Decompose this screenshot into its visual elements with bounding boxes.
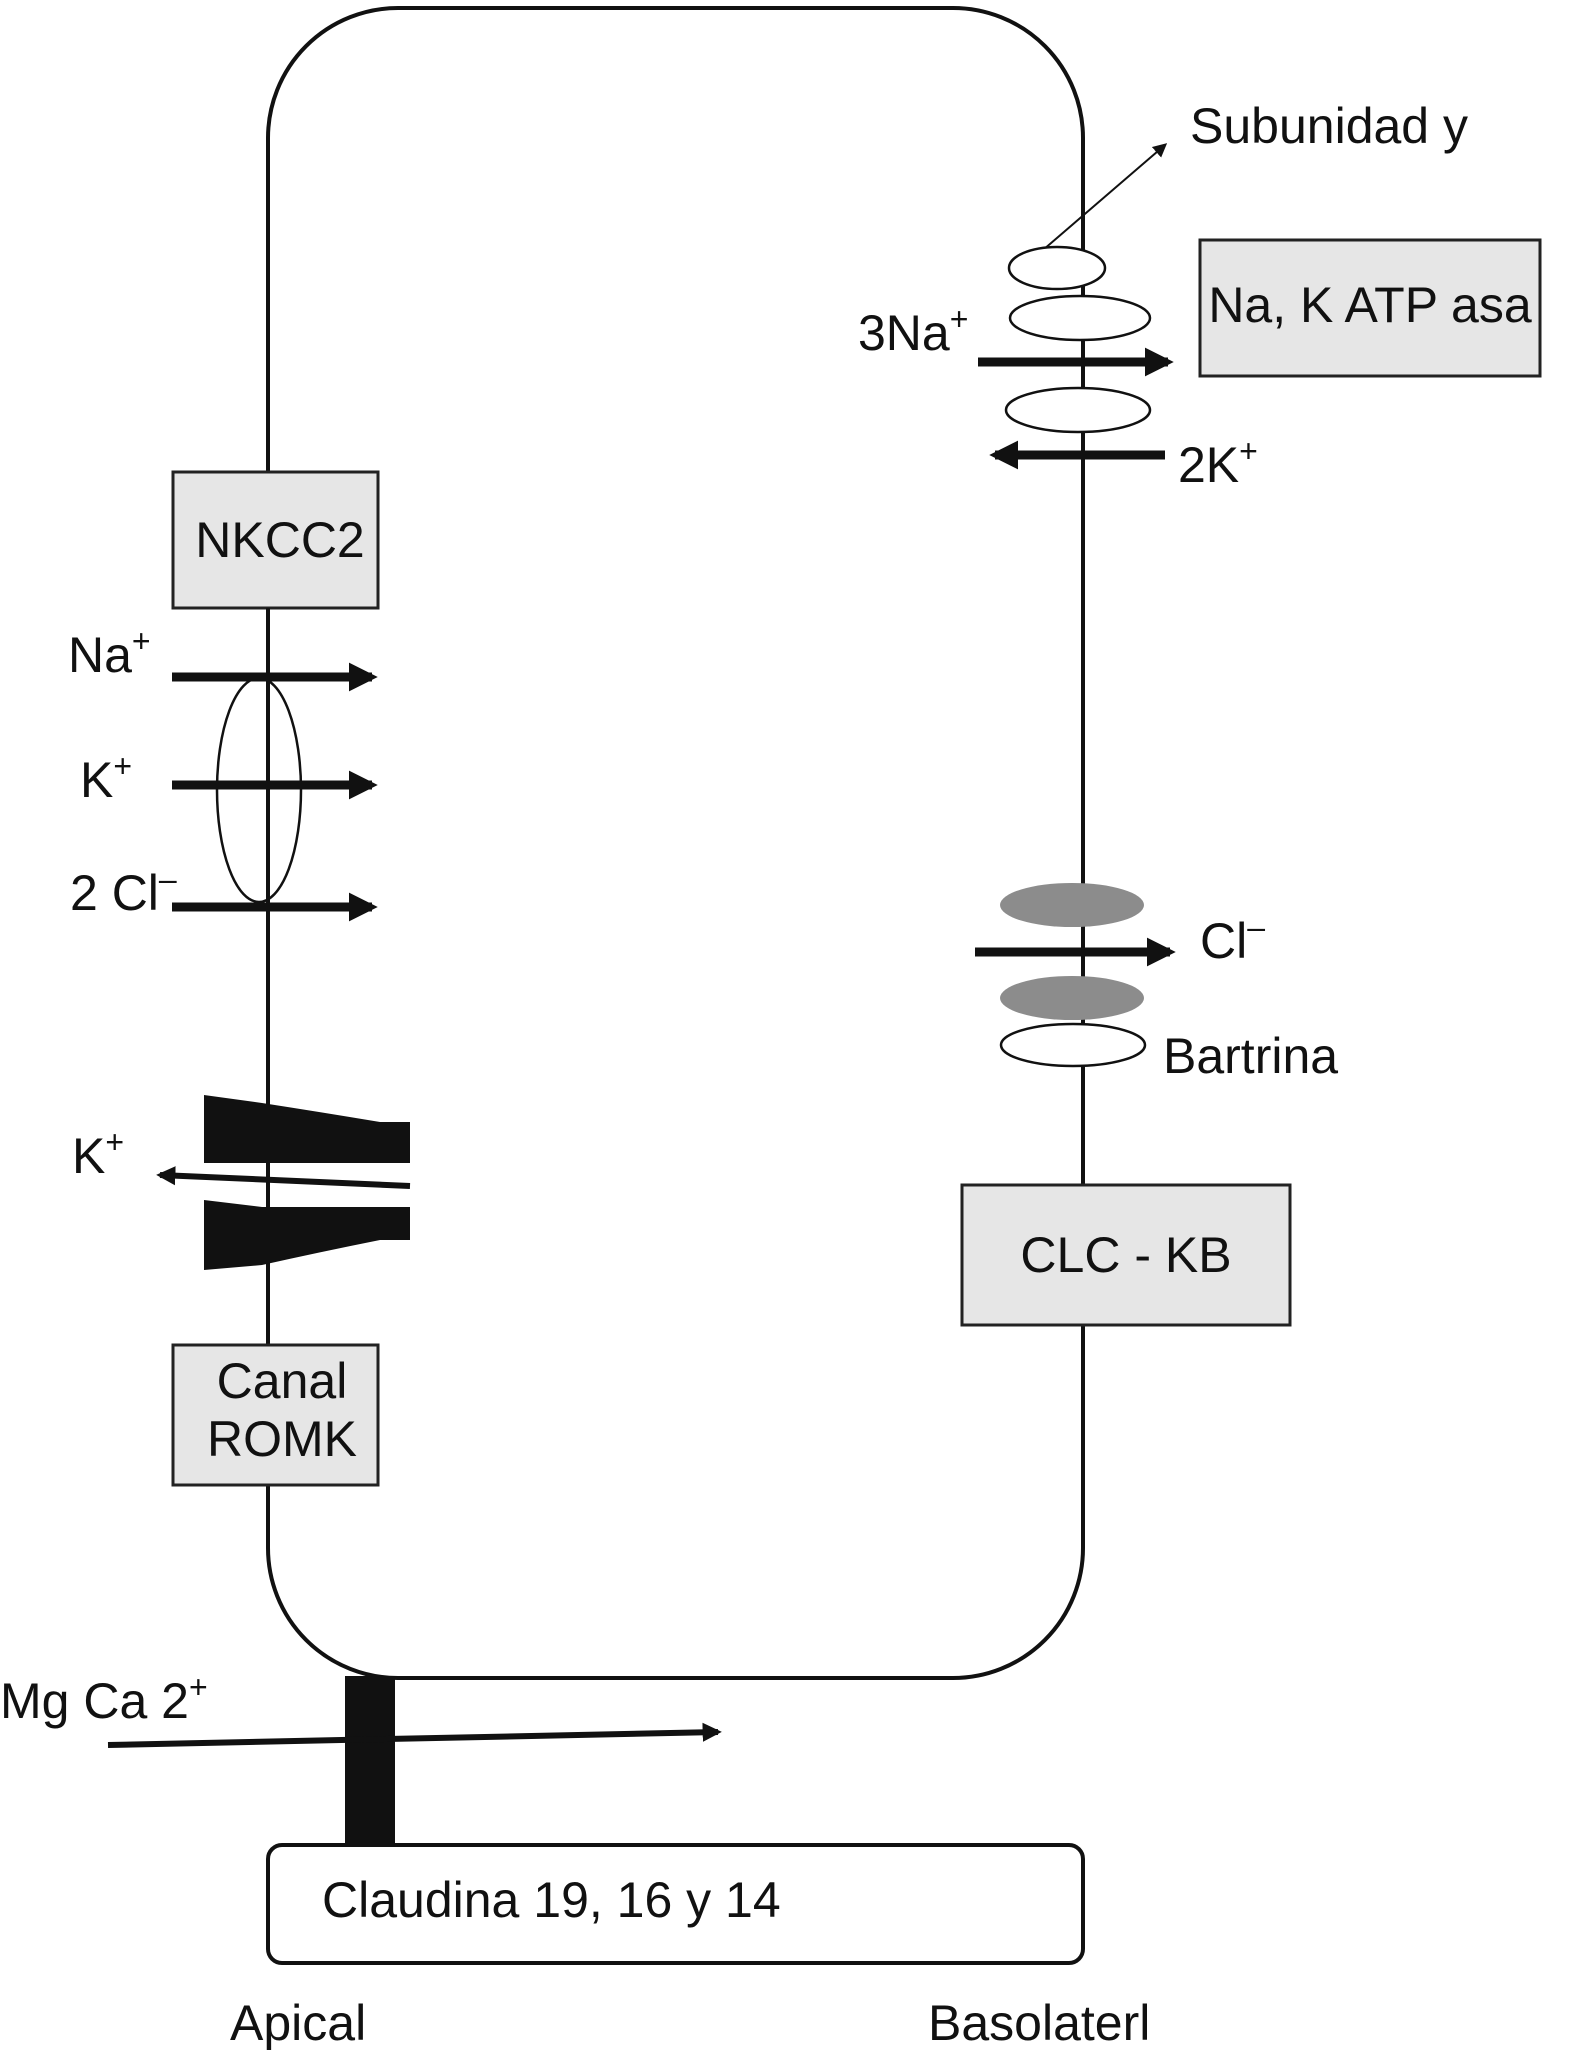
nkcc2-transporter-oval xyxy=(215,676,303,904)
potassium-2-label-text: 2K xyxy=(1178,437,1239,493)
potassium-label: K+ xyxy=(80,748,132,808)
romk-channel-upper xyxy=(204,1095,410,1163)
chloride-basolateral-label: Cl– xyxy=(1200,909,1265,969)
sodium-3-charge: + xyxy=(950,301,969,337)
chloride-2-label-text: 2 Cl xyxy=(70,865,159,921)
barttin-label: Bartrina xyxy=(1163,1028,1338,1084)
chloride-basolateral-charge: – xyxy=(1247,909,1265,945)
sodium-3-label: 3Na+ xyxy=(858,301,968,361)
subunit-label: Subunidad y xyxy=(1190,98,1468,154)
atpase-subunit-oval-bottom xyxy=(1004,386,1152,434)
nkcc2-box xyxy=(171,470,380,610)
apical-label: Apical xyxy=(230,1995,366,2050)
na-k-atpase-box xyxy=(1198,238,1542,378)
chloride-2-charge: – xyxy=(159,861,177,897)
cell-membrane xyxy=(266,6,1085,1680)
chloride-basolateral-label-text: Cl xyxy=(1200,913,1247,969)
romk-label-line1: Canal xyxy=(217,1353,348,1409)
atpase-subunit-oval-middle xyxy=(1008,294,1152,342)
potassium-label-text: K xyxy=(80,752,113,808)
nkcc2-label: NKCC2 xyxy=(195,512,364,568)
tight-junction-bar xyxy=(345,1676,395,1846)
potassium-charge: + xyxy=(113,748,132,784)
atpase-subunit-oval-top xyxy=(1007,245,1107,291)
clc-kb-channel-top xyxy=(1000,883,1144,927)
clc-kb-label: CLC - KB xyxy=(1020,1227,1231,1283)
na-k-atpase-label: Na, K ATP asa xyxy=(1208,277,1532,333)
subunit-pointer-arrow xyxy=(1042,143,1168,251)
claudin-label: Claudina 19, 16 y 14 xyxy=(322,1872,781,1928)
mg-ca-paracellular-arrow xyxy=(107,1722,722,1748)
claudin-box xyxy=(266,1843,1085,1965)
basolateral-label: Basolaterl xyxy=(928,1995,1150,2050)
clc-kb-box xyxy=(960,1183,1292,1327)
mg-ca-charge: + xyxy=(189,1669,208,1705)
potassium-2-label: 2K+ xyxy=(1178,433,1258,493)
clc-kb-channel-bottom xyxy=(1000,976,1144,1020)
romk-channel-lower xyxy=(204,1200,410,1270)
romk-label-line2: ROMK xyxy=(207,1411,357,1467)
potassium-2-charge: + xyxy=(1239,433,1258,469)
barttin-subunit-oval xyxy=(999,1022,1147,1068)
potassium-out-label: K+ xyxy=(72,1124,124,1184)
sodium-charge: + xyxy=(132,623,151,659)
potassium-out-label-text: K xyxy=(72,1128,105,1184)
mg-ca-label: Mg Ca 2+ xyxy=(0,1669,208,1729)
romk-box xyxy=(171,1343,380,1487)
potassium-out-charge: + xyxy=(105,1124,124,1160)
mg-ca-label-text: Mg Ca 2 xyxy=(0,1673,189,1729)
sodium-label: Na+ xyxy=(68,623,151,683)
sodium-3-label-text: 3Na xyxy=(858,305,950,361)
chloride-2-label: 2 Cl– xyxy=(70,861,177,921)
sodium-label-text: Na xyxy=(68,627,132,683)
potassium-efflux-arrow xyxy=(156,1166,411,1189)
